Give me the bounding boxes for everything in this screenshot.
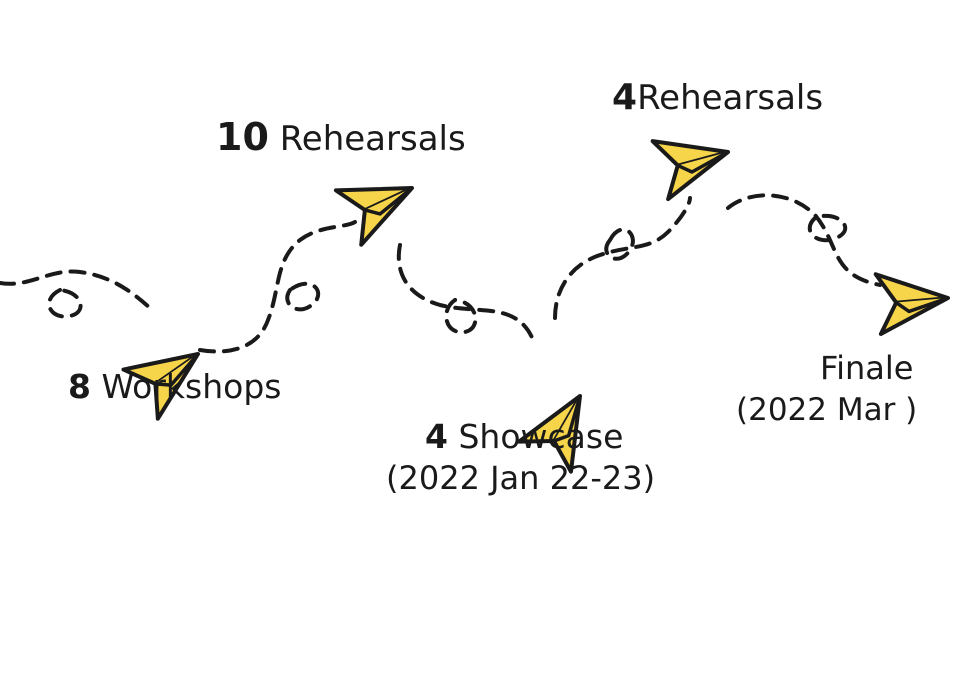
milestone-showcase: 4 Showcase bbox=[425, 420, 623, 453]
finale-date: (2022 Mar ) bbox=[736, 392, 918, 428]
showcase-count: 4 bbox=[425, 417, 448, 456]
path-showcase-to-rehearsals bbox=[553, 196, 692, 320]
paper-plane-icon bbox=[650, 121, 738, 202]
milestone-workshops: 8 Workshops bbox=[68, 370, 281, 403]
rehearsals-first-label: Rehearsals bbox=[279, 119, 466, 159]
milestone-rehearsals-first: 10 Rehearsals bbox=[216, 118, 466, 156]
rehearsals-first-count: 10 bbox=[216, 115, 269, 159]
paper-plane-icon bbox=[873, 266, 953, 336]
path-start-to-workshops bbox=[0, 269, 152, 319]
path-workshops-to-rehearsals bbox=[198, 220, 357, 354]
paper-plane-icon bbox=[333, 158, 427, 247]
milestone-finale: Finale bbox=[820, 349, 914, 387]
showcase-date: (2022 Jan 22-23) bbox=[386, 459, 656, 497]
rehearsals-second-label: Rehearsals bbox=[637, 78, 824, 118]
path-rehearsals-to-showcase bbox=[396, 243, 537, 347]
milestone-rehearsals-second: 4Rehearsals bbox=[612, 80, 823, 116]
workshops-label: Workshops bbox=[101, 367, 282, 406]
workshops-count: 8 bbox=[68, 367, 91, 406]
rehearsals-second-count: 4 bbox=[612, 77, 638, 118]
showcase-label: Showcase bbox=[458, 417, 624, 456]
path-rehearsals-to-finale bbox=[726, 193, 882, 287]
